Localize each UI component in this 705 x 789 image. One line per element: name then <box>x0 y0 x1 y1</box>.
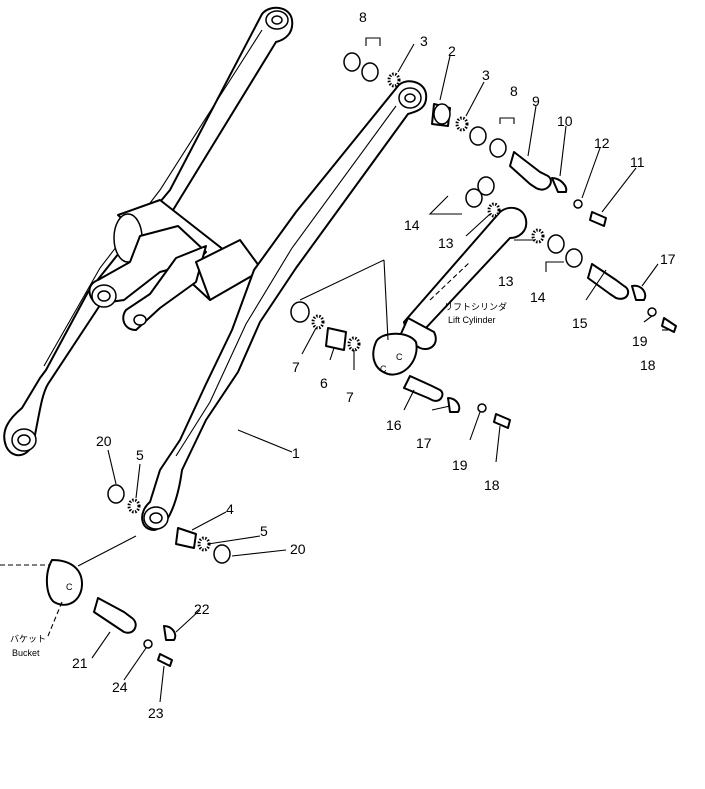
callout-7b: 7 <box>346 389 354 405</box>
callout-4: 4 <box>226 501 234 517</box>
callout-18b: 18 <box>484 477 500 493</box>
svg-text:C: C <box>396 352 403 362</box>
small-parts <box>93 52 677 667</box>
callout-19a: 19 <box>632 333 648 349</box>
callout-13b: 13 <box>498 273 514 289</box>
callout-7a: 7 <box>292 359 300 375</box>
lift-cylinder-label-en: Lift Cylinder <box>448 315 496 325</box>
svg-text:C: C <box>380 364 387 374</box>
callout-24: 24 <box>112 679 128 695</box>
bucket-bracket: C <box>0 559 83 606</box>
callout-13a: 13 <box>438 235 454 251</box>
svg-text:C: C <box>66 582 73 592</box>
callout-16: 16 <box>386 417 402 433</box>
lift-cylinder-label-jp: リフトシリンダ <box>444 301 507 312</box>
callout-numbers: 8 3 2 3 8 9 10 12 11 14 13 17 13 14 15 1… <box>72 9 676 721</box>
callout-5b: 5 <box>260 523 268 539</box>
bucket-label-en: Bucket <box>12 648 40 658</box>
callout-20b: 20 <box>290 541 306 557</box>
callout-19b: 19 <box>452 457 468 473</box>
callout-11: 11 <box>630 154 645 170</box>
callout-5a: 5 <box>136 447 144 463</box>
callout-20a: 20 <box>96 433 112 449</box>
callout-14b: 14 <box>530 289 546 305</box>
callout-18a: 18 <box>640 357 656 373</box>
callout-3a: 3 <box>420 33 428 49</box>
callout-21: 21 <box>72 655 88 671</box>
callout-17b: 17 <box>416 435 432 451</box>
cross-tube <box>88 199 263 331</box>
lift-cylinder: C C <box>372 206 528 376</box>
leader-lines <box>47 37 668 703</box>
callout-6: 6 <box>320 375 328 391</box>
callout-8b: 8 <box>510 83 518 99</box>
bucket-label-jp: バケット <box>10 634 46 644</box>
callout-14a: 14 <box>404 217 420 233</box>
lift-arm-front <box>141 80 428 531</box>
callout-8a: 8 <box>359 9 367 25</box>
callout-23: 23 <box>148 705 164 721</box>
callout-1: 1 <box>292 445 300 461</box>
callout-3b: 3 <box>482 67 490 83</box>
callout-17a: 17 <box>660 251 676 267</box>
callout-10: 10 <box>557 113 573 129</box>
callout-22: 22 <box>194 601 210 617</box>
callout-2: 2 <box>448 43 456 59</box>
callout-15: 15 <box>572 315 588 331</box>
callout-9: 9 <box>532 93 540 109</box>
callout-12: 12 <box>594 135 610 151</box>
